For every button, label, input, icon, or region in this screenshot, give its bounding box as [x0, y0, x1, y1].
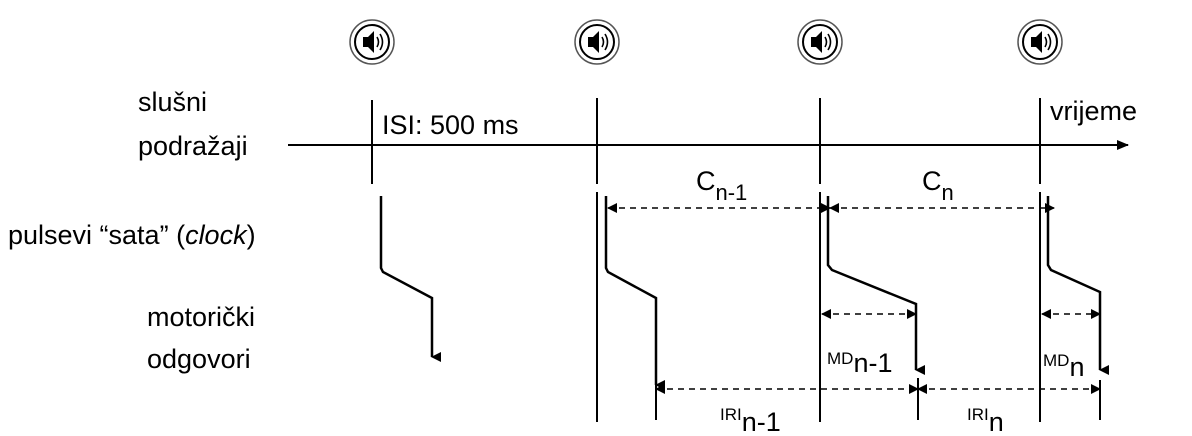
c-n-label: Cn [922, 166, 954, 205]
pulse-response-2 [604, 196, 665, 390]
motor-label-line2: odgovori [147, 344, 251, 374]
speaker-icon [574, 19, 620, 65]
iri-n-label: IRIn [967, 405, 1004, 436]
time-axis-label: vrijeme [1050, 96, 1137, 126]
clock-label: pulsevi “sata” (clock) [8, 220, 256, 250]
speaker-icon [349, 19, 395, 65]
isi-label: ISI: 500 ms [382, 110, 519, 140]
iri-prev-label: IRIn-1 [720, 405, 781, 436]
stimuli-label-line2: podražaji [138, 131, 248, 161]
pulse-response-4 [1046, 196, 1109, 375]
speaker-icon [1017, 19, 1063, 65]
pulse-response-1 [379, 196, 441, 362]
c-prev-label: Cn-1 [696, 166, 747, 205]
md-n-label: MDn [1043, 351, 1084, 382]
pulse-response-3 [826, 196, 925, 375]
motor-label-line1: motorički [147, 302, 255, 332]
stimuli-label-line1: slušni [138, 87, 207, 117]
speaker-icon [797, 19, 843, 65]
md-prev-label: MDn-1 [827, 348, 892, 378]
